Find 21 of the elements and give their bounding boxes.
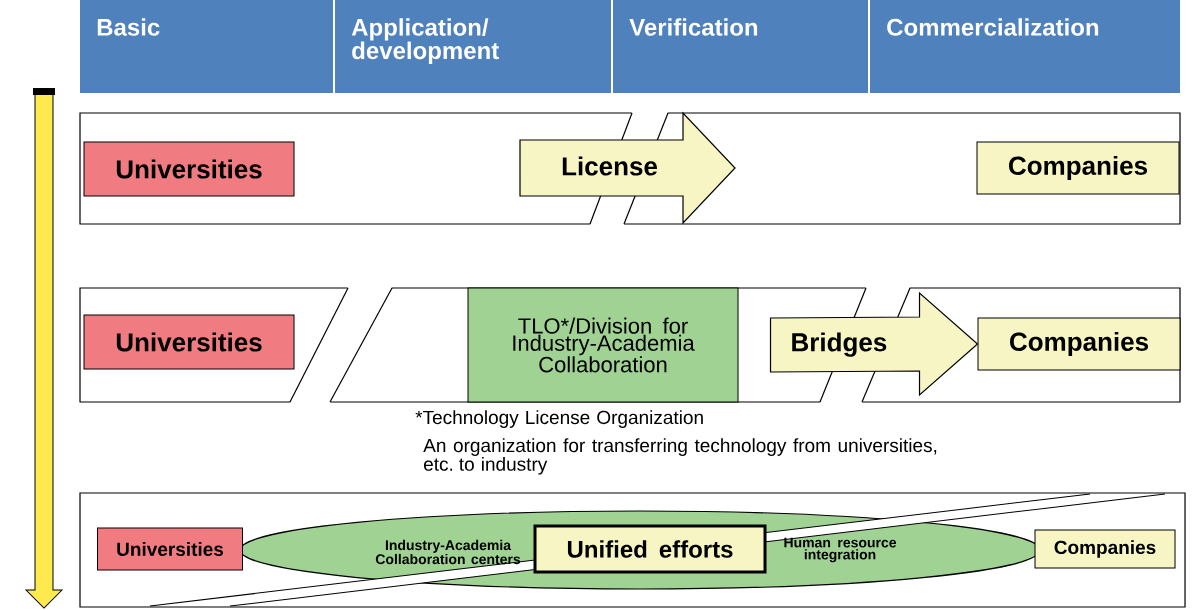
header-cell: Commercialization bbox=[870, 0, 1180, 93]
label-box: Universities bbox=[97, 527, 243, 571]
label-box: Companies bbox=[976, 141, 1180, 195]
label-box: Unified efforts bbox=[533, 524, 767, 574]
label-box: Companies bbox=[1034, 529, 1176, 569]
node-label: Verification bbox=[629, 18, 758, 36]
label-box: TLO*/Division for Industry-Academia Collaboration bbox=[467, 287, 739, 403]
header-cell: Application/ development bbox=[335, 0, 611, 93]
header-cell: Basic bbox=[80, 0, 333, 93]
label-box: Universities bbox=[83, 314, 295, 370]
ellipse-label: Human resource integration bbox=[784, 537, 897, 563]
node-label: Basic bbox=[97, 18, 160, 36]
edge-label: Bridges bbox=[789, 331, 889, 358]
footnote: An organization for transferring technology from universities, etc. to industry bbox=[423, 438, 937, 475]
ellipse-label: Industry-Academia Collaboration centers bbox=[375, 539, 521, 565]
node-label: Application/ development bbox=[351, 18, 499, 64]
header-cell: Verification bbox=[613, 0, 868, 93]
node-label: Commercialization bbox=[887, 18, 1099, 36]
label-box: Universities bbox=[83, 141, 295, 197]
label-box: Companies bbox=[977, 317, 1181, 371]
footnote: *Technology License Organization bbox=[415, 410, 703, 428]
